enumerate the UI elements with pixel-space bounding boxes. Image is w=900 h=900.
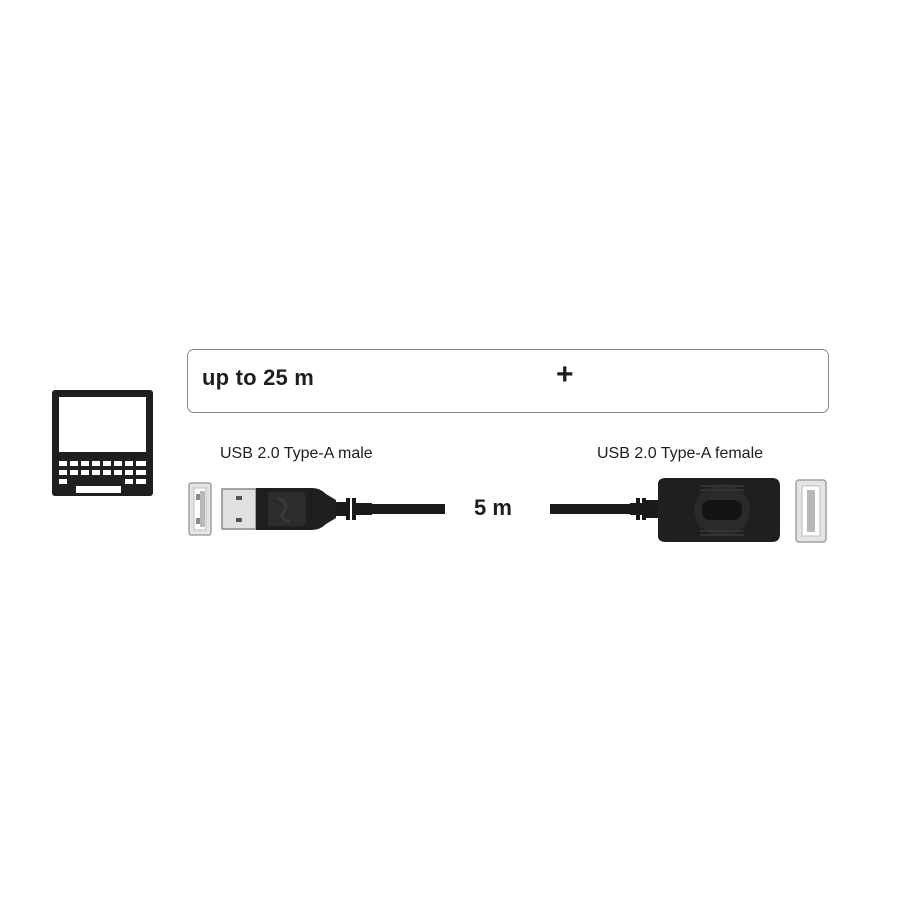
usb-port-right	[795, 479, 827, 543]
daisy-chain-box	[187, 349, 829, 413]
usb-male-connector	[221, 488, 445, 530]
max-length-label: up to 25 m	[202, 365, 315, 390]
laptop-icon	[52, 390, 153, 496]
usb-port-left	[188, 482, 212, 536]
cable-length-label: 5 m	[474, 495, 512, 520]
usb-female-connector	[550, 478, 780, 542]
plus-sign: +	[556, 358, 574, 391]
female-end-label: USB 2.0 Type-A female	[597, 445, 764, 462]
male-end-label: USB 2.0 Type-A male	[220, 445, 373, 462]
